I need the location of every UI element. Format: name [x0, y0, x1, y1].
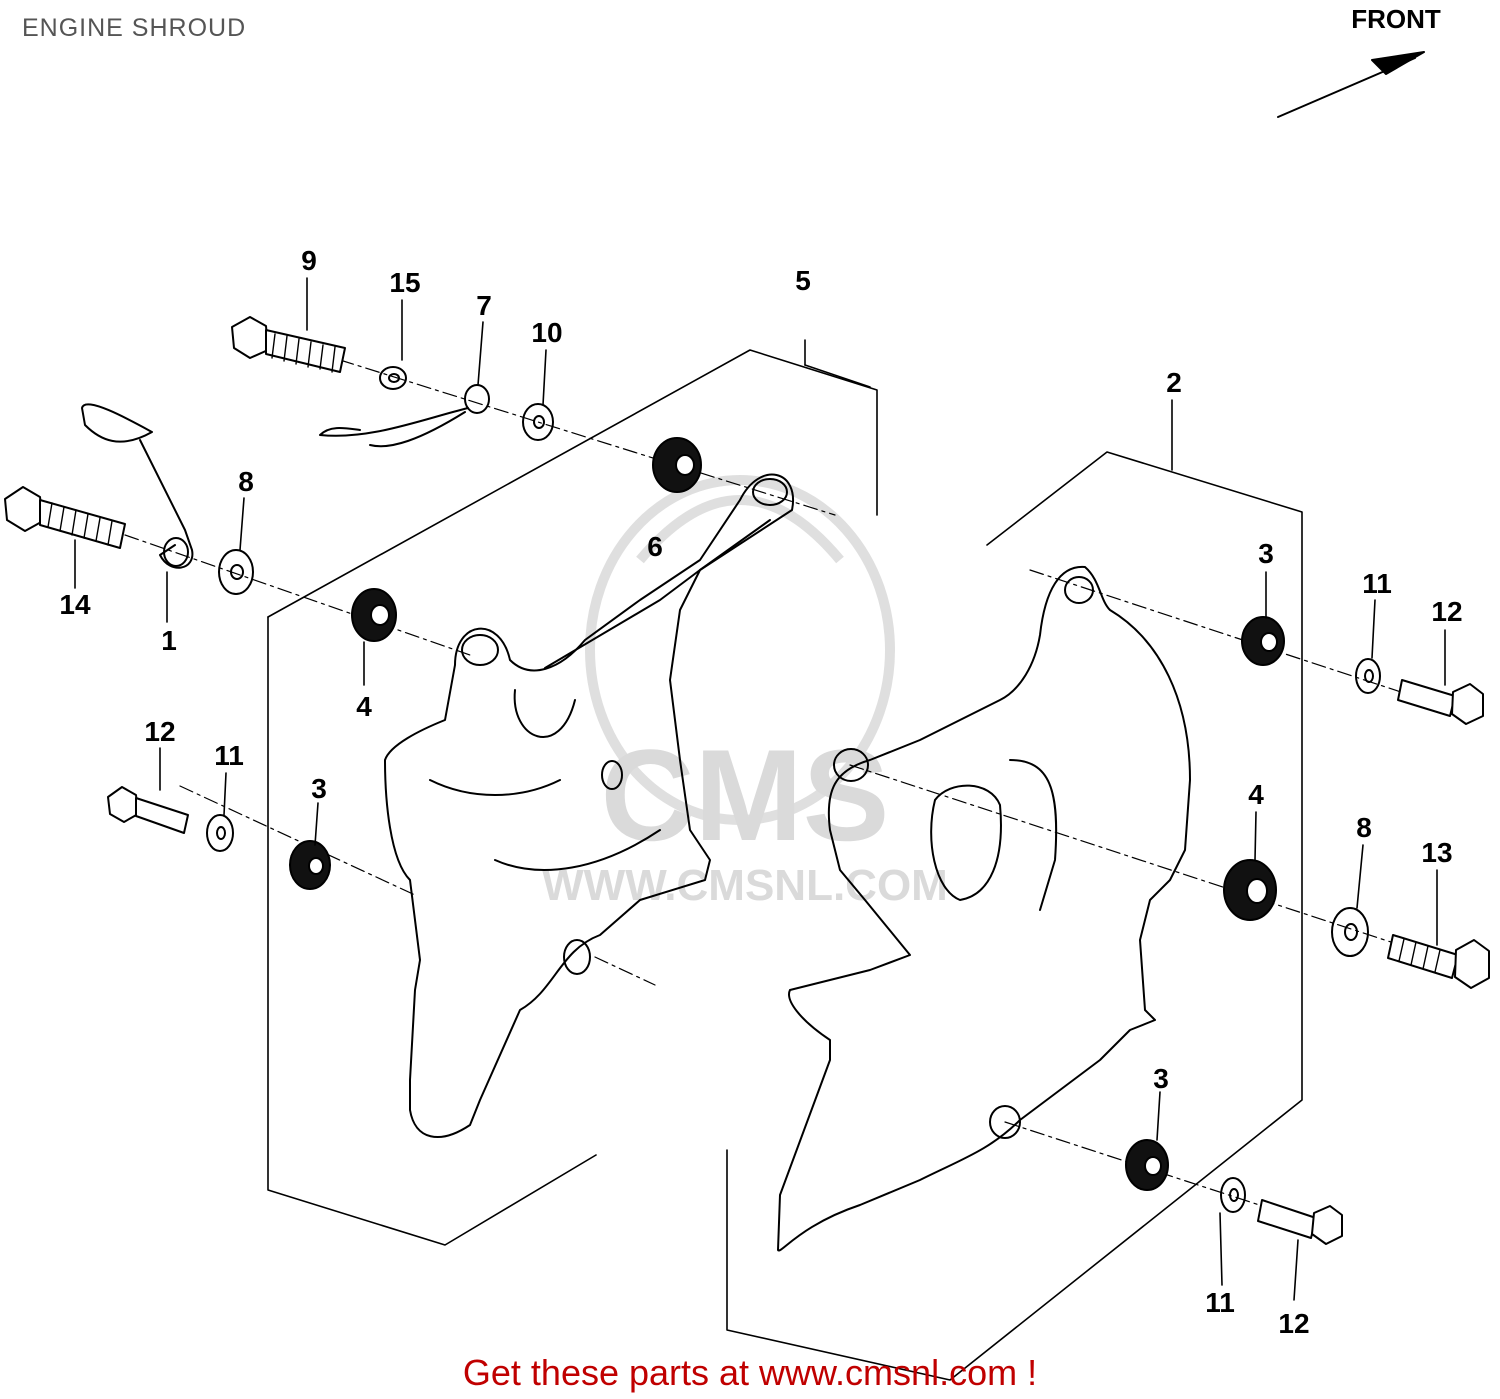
callout-6: 6 [647, 531, 663, 562]
assembly-axis-lines [124, 359, 1411, 1216]
grommet-upper [652, 437, 702, 493]
footer-link[interactable]: Get these parts at www.cmsnl.com ! [462, 1352, 1038, 1393]
stay-6 [544, 519, 771, 669]
bolt-9 [231, 316, 346, 373]
callout-4-right: 4 [1248, 779, 1264, 810]
callout-11-right-bottom: 11 [1205, 1287, 1235, 1318]
callout-11-right-top: 11 [1362, 568, 1392, 599]
washer-15 [379, 366, 407, 390]
callout-15: 15 [389, 267, 420, 298]
callout-3-right-bottom: 3 [1153, 1063, 1169, 1094]
front-label: FRONT [1351, 4, 1441, 34]
grommet-4-right [1223, 859, 1277, 921]
callout-3-right-top: 3 [1258, 538, 1274, 569]
group-box-2 [726, 399, 1303, 1381]
washer-11-right-bottom [1220, 1177, 1246, 1213]
callout-12-left: 12 [144, 716, 175, 747]
callout-12-right-top: 12 [1431, 596, 1462, 627]
bolt-12-right-top [1397, 679, 1484, 725]
callout-7: 7 [476, 290, 492, 321]
callout-5: 5 [795, 265, 811, 296]
callout-3-left: 3 [311, 773, 327, 804]
callout-8-right: 8 [1356, 812, 1372, 843]
bolt-13 [1387, 934, 1490, 989]
washer-8-right [1331, 907, 1369, 957]
washer-11-left [206, 814, 234, 852]
callout-4-left: 4 [356, 691, 372, 722]
grommet-4-left [351, 588, 397, 642]
callout-11-left: 11 [214, 740, 244, 771]
grommet-3-right-top [1241, 616, 1285, 666]
clip-7 [319, 384, 490, 448]
bolt-12-right-bottom [1257, 1199, 1343, 1245]
front-arrow-icon [1277, 51, 1425, 118]
left-shroud-plate [384, 473, 795, 1138]
washer-10 [522, 403, 554, 441]
watermark-brand: CMS [601, 722, 890, 868]
callout-10: 10 [531, 317, 562, 348]
callout-13: 13 [1421, 837, 1452, 868]
group-box-5 [267, 339, 878, 1246]
clip-1 [81, 403, 194, 569]
callout-8-left: 8 [238, 466, 254, 497]
callout-2: 2 [1166, 367, 1182, 398]
watermark: CMS WWW.CMSNL.COM [542, 475, 948, 910]
bolt-12-left [107, 786, 189, 834]
watermark-url: WWW.CMSNL.COM [542, 861, 948, 910]
page-title: ENGINE SHROUD [22, 14, 247, 42]
callout-12-right-bottom: 12 [1278, 1308, 1309, 1339]
washer-11-right-top [1355, 658, 1381, 694]
grommet-3-right-bottom [1125, 1139, 1169, 1191]
callout-9: 9 [301, 245, 317, 276]
bolt-14 [4, 486, 126, 549]
callout-14: 14 [59, 589, 91, 620]
callout-1: 1 [161, 625, 177, 656]
callout-leaders [74, 277, 1446, 1301]
right-shroud-plate [777, 565, 1191, 1252]
grommet-3-left [289, 840, 331, 890]
washer-8-left [218, 549, 254, 595]
